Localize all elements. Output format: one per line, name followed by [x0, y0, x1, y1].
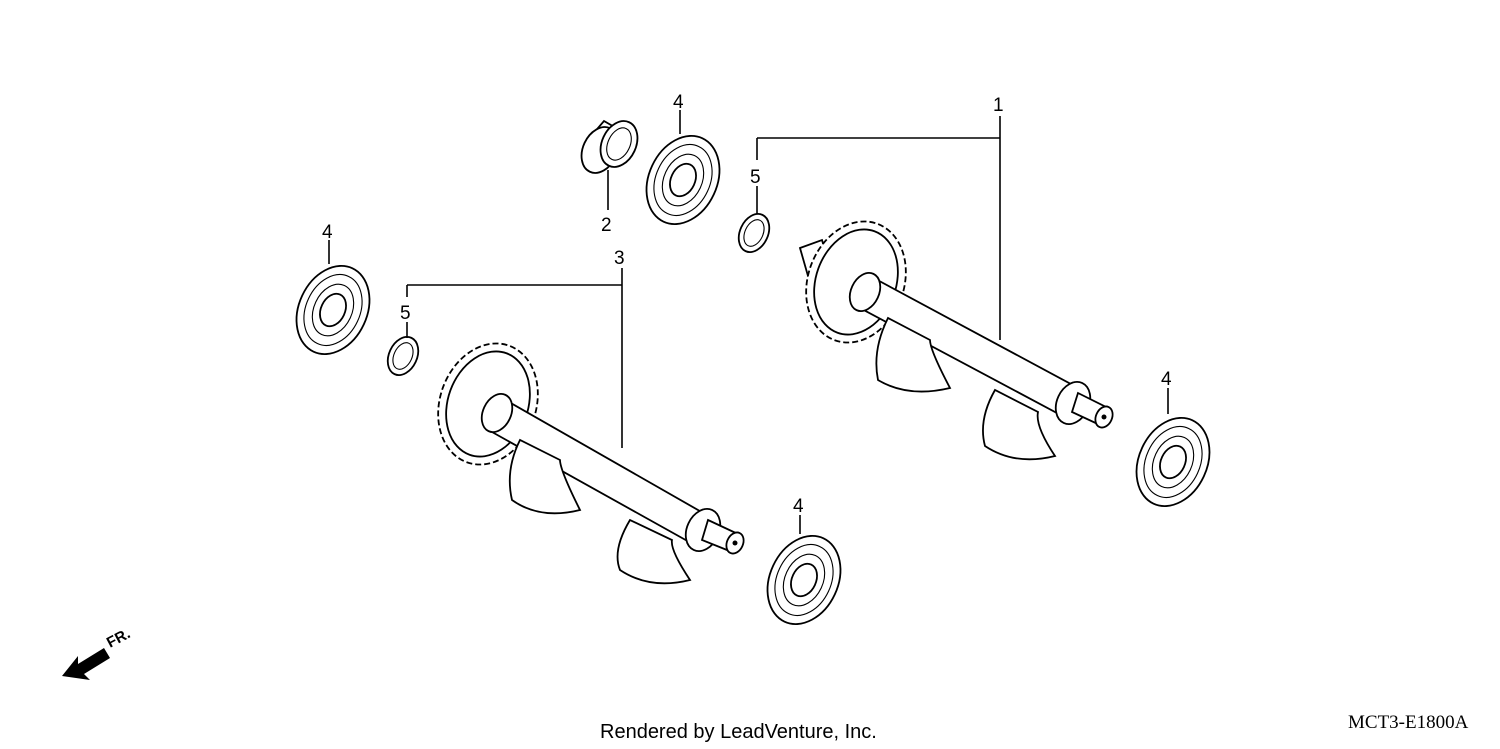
circlip-lower[interactable]	[382, 332, 424, 380]
circlip-upper[interactable]	[733, 209, 775, 257]
front-direction-label: FR.	[104, 625, 133, 651]
collar[interactable]	[574, 115, 644, 179]
bearing-top[interactable]	[633, 124, 734, 236]
front-direction-arrow-icon	[62, 648, 110, 680]
bearing-left[interactable]	[283, 254, 384, 366]
callout-collar: 2	[601, 215, 612, 236]
callout-bearing-bottom: 4	[793, 496, 804, 517]
callout-shaft-a: 1	[993, 95, 1004, 116]
leader-lines	[328, 110, 1169, 534]
balancer-shaft-upper[interactable]	[790, 207, 1116, 461]
bearing-bottom[interactable]	[754, 524, 855, 636]
callout-circlip-upper: 5	[750, 167, 761, 188]
bearing-right[interactable]	[1123, 406, 1224, 518]
callout-shaft-b: 3	[614, 248, 625, 269]
callout-circlip-lower: 5	[400, 303, 411, 324]
callout-bearing-left: 4	[322, 222, 333, 243]
render-credit: Rendered by LeadVenture, Inc.	[600, 721, 877, 743]
callout-bearing-right: 4	[1161, 369, 1172, 390]
callout-bearing-top: 4	[673, 92, 684, 113]
balancer-shaft-lower[interactable]	[422, 329, 747, 585]
diagram-code: MCT3-E1800A	[1348, 712, 1469, 733]
